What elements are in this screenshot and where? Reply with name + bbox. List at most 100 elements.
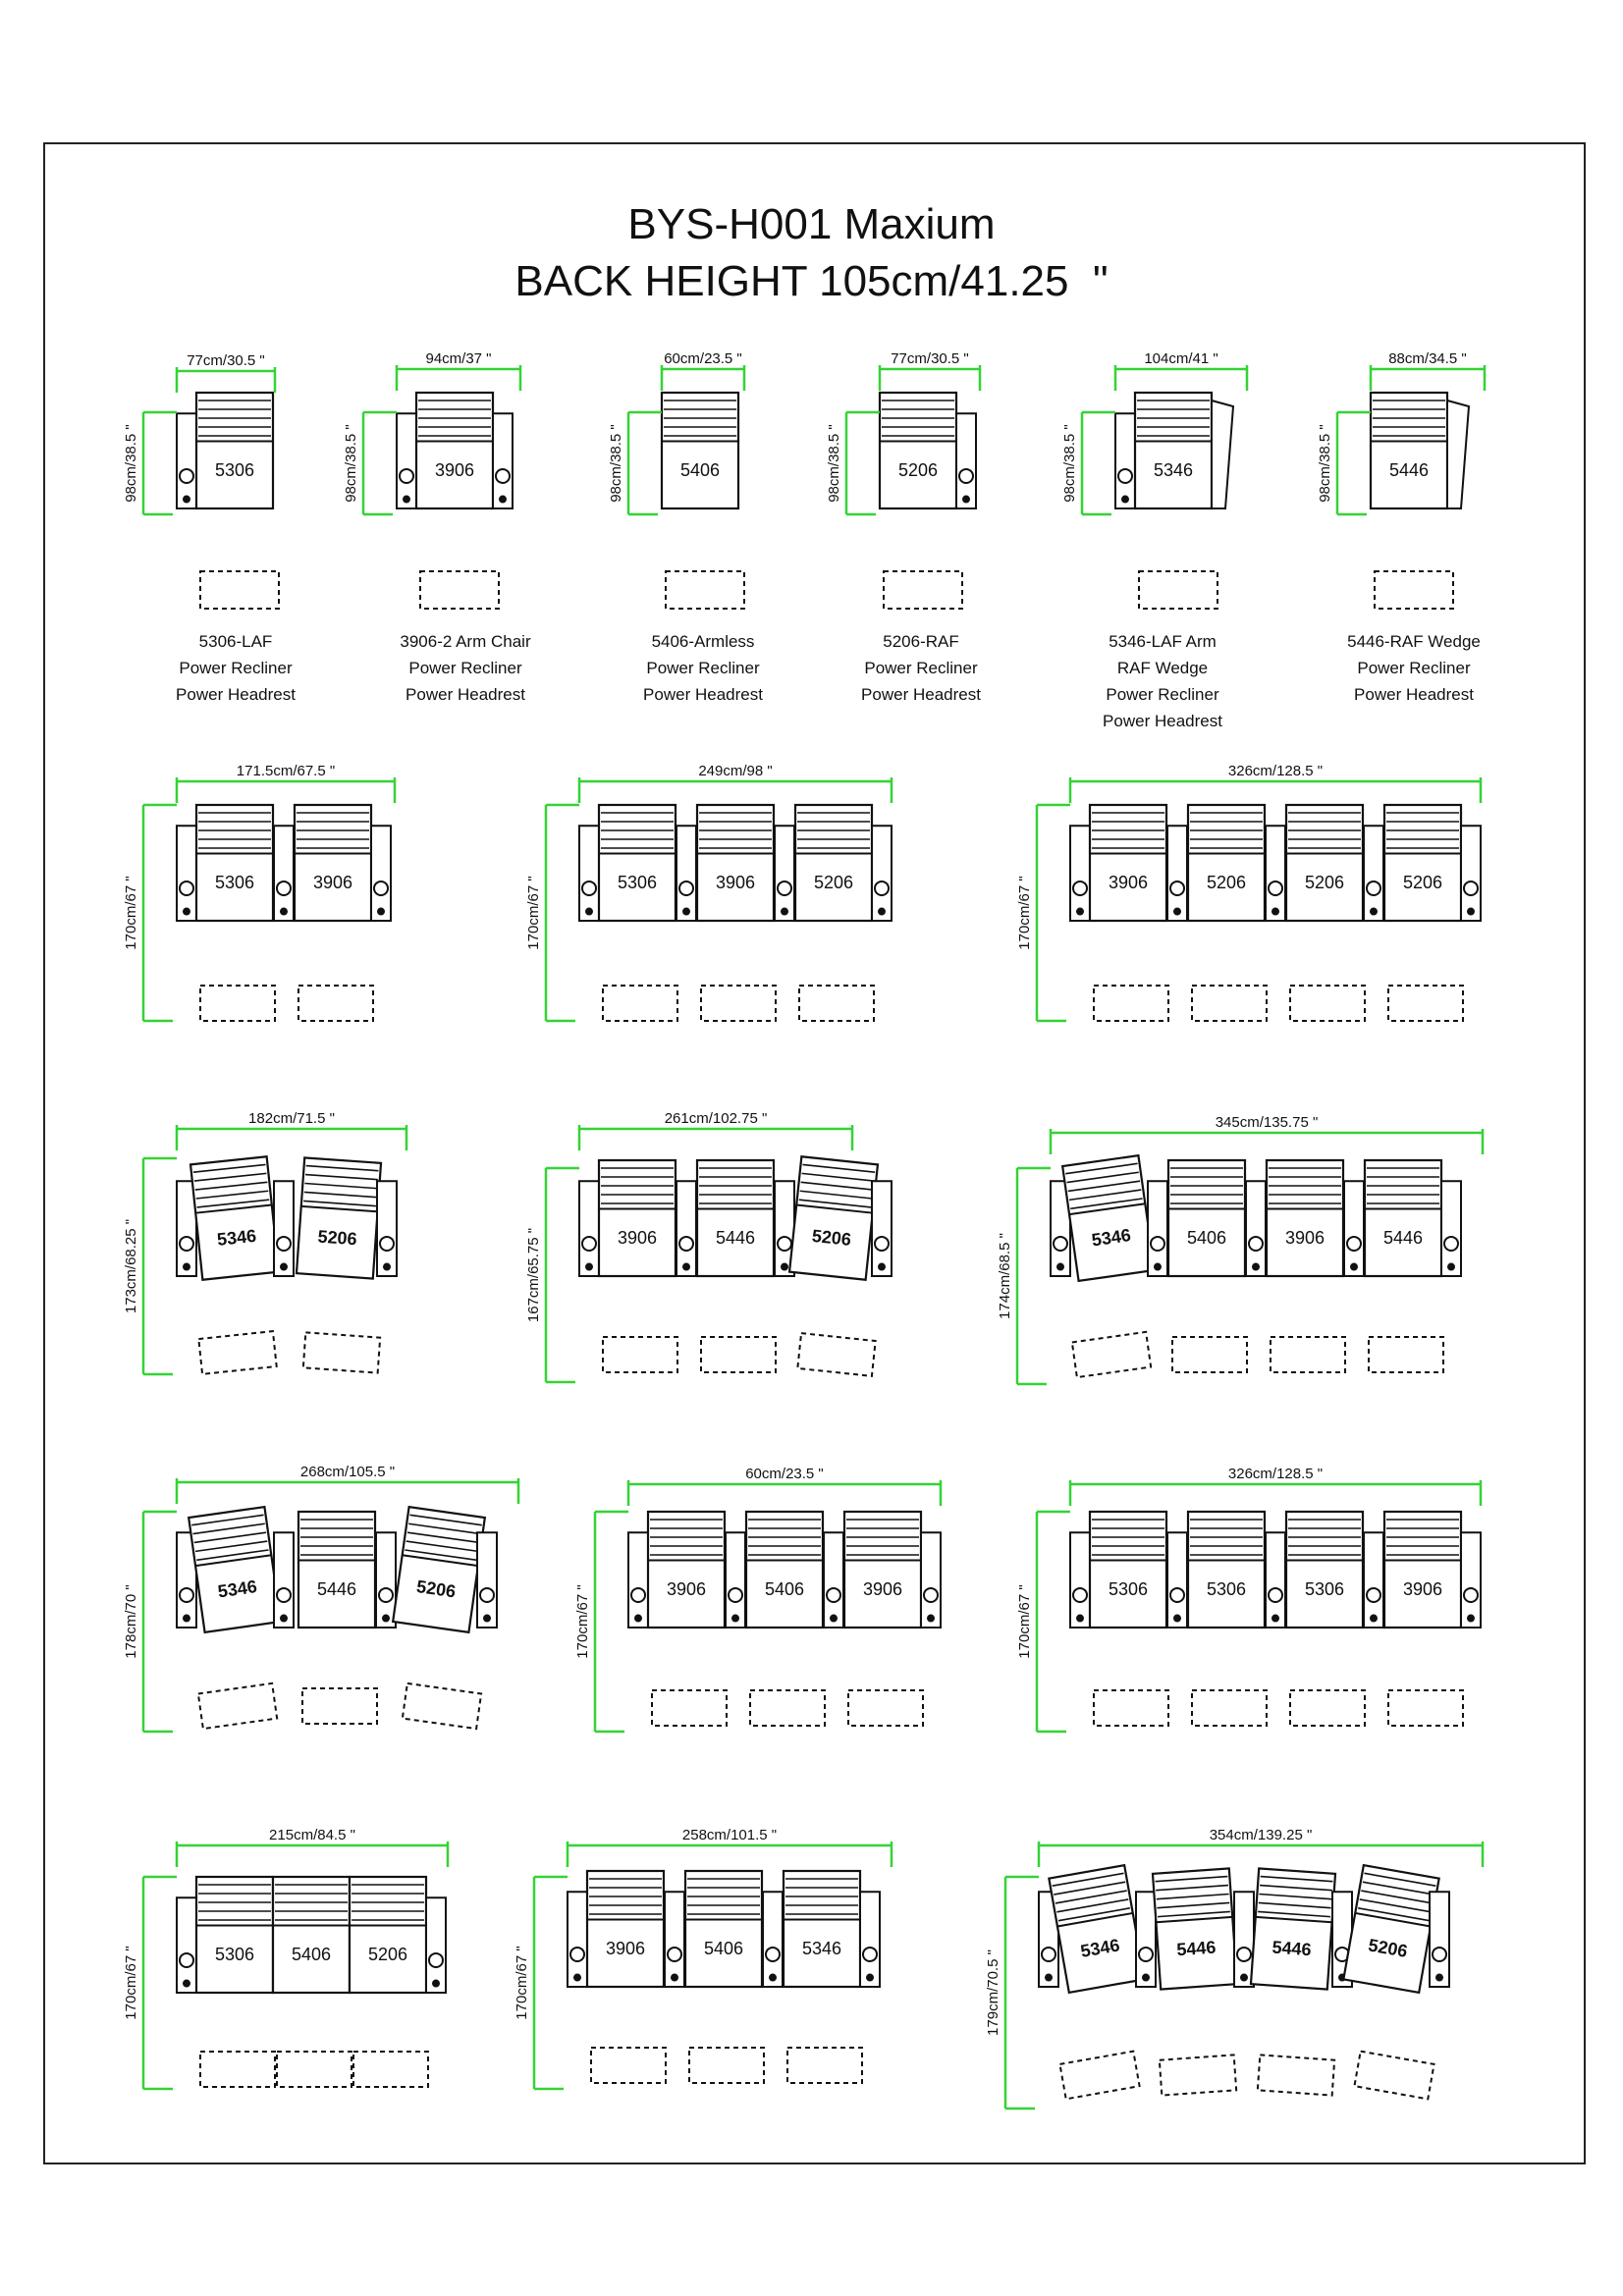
seat-code: 5446: [1271, 1938, 1312, 1960]
seat-5346: 5346: [1048, 1863, 1146, 1995]
console-arm: [425, 1896, 447, 1994]
width-label: 326cm/128.5 ": [1228, 763, 1323, 779]
control-button-icon: [731, 1614, 739, 1623]
cup-holder-icon: [874, 1235, 890, 1252]
recline-footprint: [199, 985, 276, 1022]
width-label: 60cm/23.5 ": [664, 350, 742, 367]
recline-footprint: [301, 1687, 378, 1725]
headrest-pleat: [1157, 1901, 1230, 1909]
recline-footprint: [199, 2051, 276, 2088]
sheet-title: BYS-H001 Maxium BACK HEIGHT 105cm/41.25 …: [0, 196, 1623, 310]
seat-outline: [391, 1505, 487, 1634]
headrest-pleat: [1156, 1893, 1229, 1900]
arm-outline: [425, 1896, 447, 1994]
headrest-pleat: [1259, 1893, 1332, 1900]
cup-holder-icon: [179, 1586, 194, 1603]
console-arm: [676, 825, 697, 922]
caption-line: 5346-LAF Arm: [1109, 632, 1217, 651]
seat-outline: [187, 1505, 283, 1634]
recline-footprint: [1158, 2054, 1238, 2097]
depth-label: 170cm/67 ": [123, 876, 139, 949]
control-button-icon: [1173, 907, 1181, 916]
dimension-14: 60cm/23.5 "170cm/67 ": [574, 1466, 943, 1734]
headrest-pleat: [1052, 1872, 1124, 1887]
seat-5346: 5346: [782, 1869, 862, 1989]
recline-footprint: [798, 985, 875, 1022]
arm-outline: [664, 1891, 685, 1988]
control-button-icon: [1045, 1973, 1053, 1982]
dimension-6: 88cm/34.5 "98cm/38.5 ": [1317, 350, 1487, 516]
seat-code: 5206: [1207, 873, 1246, 892]
arm-outline: [676, 825, 697, 922]
headrest-pleat: [1260, 1875, 1333, 1883]
headrest-pleat: [1258, 1901, 1331, 1909]
depth-label: 98cm/38.5 ": [123, 424, 139, 503]
dimension-16: 215cm/84.5 "170cm/67 ": [123, 1827, 450, 2091]
seat-5206: 5206: [1284, 803, 1365, 923]
cup-holder-icon: [479, 1586, 495, 1603]
recline-footprint: [196, 1682, 279, 1731]
arm-outline: [920, 1531, 942, 1629]
control-button-icon: [499, 495, 507, 504]
depth-label: 98cm/38.5 ": [1061, 424, 1078, 503]
width-label: 104cm/41 ": [1144, 350, 1217, 367]
dimension-8: 249cm/98 "170cm/67 ": [525, 763, 893, 1023]
control-button-icon: [183, 1262, 190, 1271]
headrest-pleat: [800, 1181, 874, 1191]
configuration-3: 5406: [660, 391, 745, 610]
depth-label: 173cm/68.25 ": [123, 1219, 139, 1313]
seat-outline: [1186, 803, 1267, 923]
seat-code: 5206: [811, 1226, 852, 1250]
control-button-icon: [962, 495, 970, 504]
console-arm: [375, 1531, 397, 1629]
control-button-icon: [585, 907, 593, 916]
control-button-icon: [432, 1979, 440, 1988]
seat-5206: 5206: [1342, 1863, 1440, 1995]
control-button-icon: [1350, 1262, 1358, 1271]
recline-footprint: [1138, 570, 1218, 610]
console-arm: [1233, 1891, 1255, 1988]
seat-5406: 5406: [744, 1510, 825, 1629]
headrest-pleat: [304, 1173, 378, 1181]
cup-holder-icon: [1366, 1586, 1381, 1603]
seat-code: 5406: [1187, 1228, 1226, 1248]
arm-outline: [1166, 1531, 1188, 1629]
headrest-pleat: [1157, 1910, 1230, 1918]
arm-outline: [1114, 412, 1136, 509]
width-label: 345cm/135.75 ": [1216, 1114, 1319, 1131]
depth-label: 174cm/68.5 ": [997, 1233, 1013, 1319]
arm-outline: [1343, 1180, 1365, 1277]
headrest-pleat: [303, 1200, 377, 1207]
headrest-pleat: [193, 1531, 267, 1544]
seat-outline: [414, 391, 495, 510]
headrest-pleat: [192, 1163, 266, 1173]
recline-footprint: [352, 2051, 429, 2088]
arm-outline: [1460, 825, 1482, 922]
console-arm: [176, 1896, 197, 1994]
arm-outline: [1147, 1180, 1168, 1277]
dimension-12: 345cm/135.75 " 174cm/68.5 ": [997, 1114, 1485, 1386]
console-arm: [1135, 1891, 1157, 1988]
recline-footprint: [1387, 985, 1464, 1022]
seat-outline: [1186, 1510, 1267, 1629]
cup-holder-icon: [1150, 1235, 1165, 1252]
arm-outline: [774, 825, 795, 922]
headrest-pleat: [1156, 1884, 1229, 1892]
dimension-10: 182cm/71.5 "173cm/68.25 ": [123, 1110, 408, 1376]
console-arm: [1038, 1891, 1059, 1988]
seat-code: 5306: [1207, 1579, 1246, 1599]
console-arm: [955, 412, 977, 509]
console-arm: [1460, 1531, 1482, 1629]
caption-line: 5406-Armless: [651, 632, 755, 651]
headrest-pleat: [1054, 1881, 1126, 1896]
recline-footprint: [401, 1682, 483, 1731]
recline-footprint: [602, 985, 678, 1022]
arm-outline: [1069, 1531, 1091, 1629]
seat-outline: [793, 803, 874, 923]
seat-code: 5406: [765, 1579, 804, 1599]
